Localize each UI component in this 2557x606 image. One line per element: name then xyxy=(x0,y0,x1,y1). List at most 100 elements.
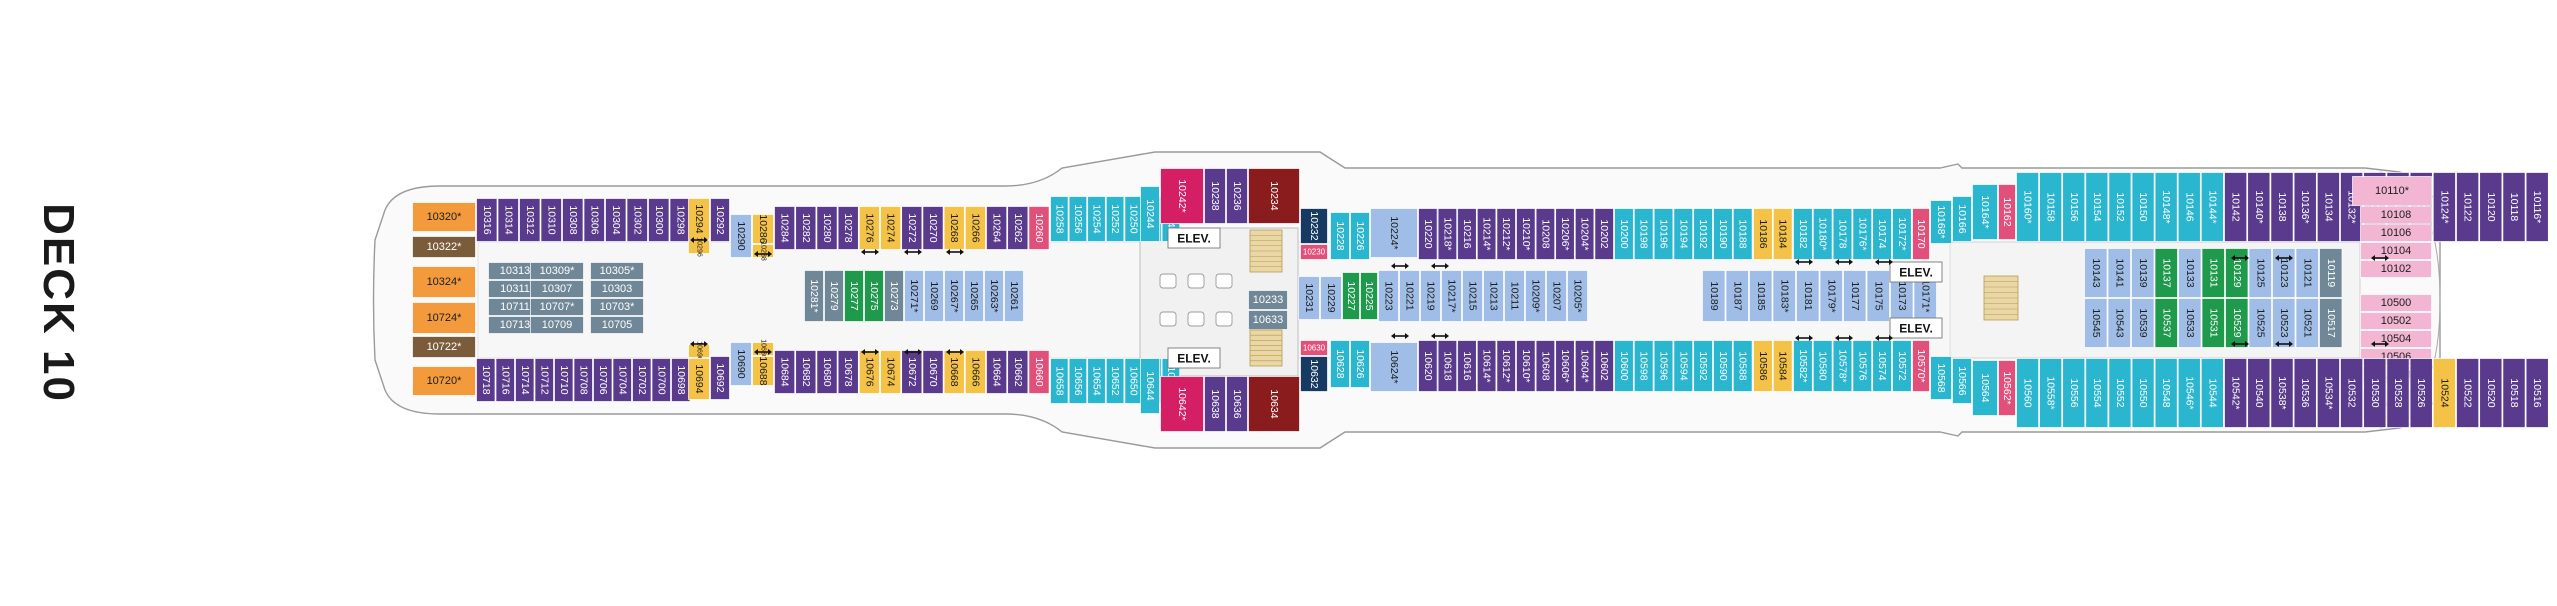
cabin-box[interactable] xyxy=(2107,248,2131,298)
cabin-box[interactable] xyxy=(1535,340,1556,392)
cabin-box[interactable] xyxy=(2247,358,2271,428)
cabin-10706[interactable]: 10706 xyxy=(593,358,613,402)
cabin-10218[interactable]: 10218* xyxy=(1437,208,1458,260)
cabin-box[interactable] xyxy=(1713,340,1733,392)
cabin-box[interactable] xyxy=(1567,270,1588,322)
cabin-box[interactable] xyxy=(2319,248,2343,298)
cabin-10211[interactable]: 10211 xyxy=(1504,270,1525,322)
cabin-10311[interactable]: 10311 xyxy=(488,280,542,298)
cabin-box[interactable] xyxy=(1796,270,1820,322)
cabin-10298[interactable]: 10298 xyxy=(669,198,691,242)
cabin-box[interactable] xyxy=(2225,298,2249,348)
cabin-10564[interactable]: 10564 xyxy=(1972,360,1998,416)
cabin-box[interactable] xyxy=(632,358,652,402)
cabin-box[interactable] xyxy=(1342,272,1360,320)
cabin-box[interactable] xyxy=(530,298,584,316)
cabin-box[interactable] xyxy=(2270,358,2294,428)
cabin-10250[interactable]: 10250 xyxy=(1124,196,1143,242)
cabin-box[interactable] xyxy=(1772,270,1796,322)
cabin-box[interactable] xyxy=(1483,270,1504,322)
cabin-10258[interactable]: 10258 xyxy=(1050,196,1069,242)
cabin-box[interactable] xyxy=(530,262,584,280)
cabin-box[interactable] xyxy=(2062,358,2086,428)
cabin-box[interactable] xyxy=(837,206,859,250)
cabin-box[interactable] xyxy=(1350,340,1370,388)
cabin-10129[interactable]: 10129 xyxy=(2225,248,2249,298)
cabin-box[interactable] xyxy=(2224,172,2248,242)
cabin-box[interactable] xyxy=(1028,206,1050,250)
cabin-10530[interactable]: 10530 xyxy=(2363,358,2387,428)
cabin-10234[interactable]: 10234 xyxy=(1248,168,1300,224)
cabin-box[interactable] xyxy=(1930,356,1952,400)
cabin-box[interactable] xyxy=(2502,358,2526,428)
cabin-10538[interactable]: 10538* xyxy=(2270,358,2294,428)
cabin-10196[interactable]: 10196 xyxy=(1653,208,1674,260)
cabin-10270[interactable]: 10270 xyxy=(922,206,944,250)
cabin-10119[interactable]: 10119 xyxy=(2319,248,2343,298)
cabin-box[interactable] xyxy=(1614,340,1634,392)
cabin-box[interactable] xyxy=(1300,208,1328,244)
cabin-box[interactable] xyxy=(1496,340,1516,392)
cabin-box[interactable] xyxy=(1843,270,1867,322)
cabin-10200[interactable]: 10200 xyxy=(1614,208,1634,260)
cabin-10582[interactable]: 10582* xyxy=(1793,340,1813,392)
cabin-10708[interactable]: 10708 xyxy=(573,358,593,402)
cabin-10136[interactable]: 10136* xyxy=(2293,172,2317,242)
cabin-10233[interactable]: 10233 xyxy=(1248,290,1288,310)
cabin-10310[interactable]: 10310 xyxy=(540,198,562,242)
cabin-box[interactable] xyxy=(1832,208,1853,260)
cabin-10558[interactable]: 10558* xyxy=(2039,358,2063,428)
cabin-10674[interactable]: 10674 xyxy=(880,350,902,394)
cabin-box[interactable] xyxy=(816,350,838,394)
cabin-box[interactable] xyxy=(1160,168,1204,224)
cabin-box[interactable] xyxy=(1418,340,1438,392)
cabin-10133[interactable]: 10133 xyxy=(2178,248,2202,298)
cabin-10624[interactable]: 10624* xyxy=(1370,342,1418,392)
cabin-box[interactable] xyxy=(1819,270,1843,322)
cabin-box[interactable] xyxy=(2247,172,2271,242)
cabin-box[interactable] xyxy=(1320,276,1342,320)
cabin-box[interactable] xyxy=(2525,358,2549,428)
cabin-10562[interactable]: 10562* xyxy=(1998,360,2016,416)
cabin-box[interactable] xyxy=(412,302,476,334)
cabin-10198[interactable]: 10198 xyxy=(1633,208,1654,260)
cabin-box[interactable] xyxy=(2363,358,2387,428)
cabin-10254[interactable]: 10254 xyxy=(1087,196,1106,242)
cabin-box[interactable] xyxy=(884,270,904,322)
cabin-box[interactable] xyxy=(1140,186,1160,242)
cabin-box[interactable] xyxy=(2360,242,2432,260)
cabin-10636[interactable]: 10636 xyxy=(1226,376,1248,432)
cabin-10533[interactable]: 10533 xyxy=(2178,298,2202,348)
cabin-box[interactable] xyxy=(943,350,965,394)
cabin-10279[interactable]: 10279 xyxy=(824,270,844,322)
cabin-box[interactable] xyxy=(2360,312,2432,330)
cabin-10276[interactable]: 10276 xyxy=(858,206,880,250)
cabin-10273[interactable]: 10273 xyxy=(884,270,904,322)
cabin-box[interactable] xyxy=(1370,208,1418,258)
cabin-box[interactable] xyxy=(2479,172,2503,242)
cabin-10525[interactable]: 10525 xyxy=(2248,298,2272,348)
cabin-10305[interactable]: 10305* xyxy=(590,262,644,280)
cabin-10540[interactable]: 10540 xyxy=(2247,358,2271,428)
cabin-box[interactable] xyxy=(1476,340,1497,392)
cabin-10656[interactable]: 10656 xyxy=(1068,358,1088,404)
cabin-box[interactable] xyxy=(2039,172,2063,242)
cabin-10523[interactable]: 10523 xyxy=(2272,298,2296,348)
cabin-10598[interactable]: 10598 xyxy=(1633,340,1654,392)
cabin-box[interactable] xyxy=(1574,208,1595,260)
cabin-10146[interactable]: 10146 xyxy=(2177,172,2201,242)
cabin-box[interactable] xyxy=(1160,376,1204,432)
cabin-box[interactable] xyxy=(922,350,944,394)
cabin-box[interactable] xyxy=(904,270,924,322)
cabin-box[interactable] xyxy=(858,350,880,394)
cabin-10179[interactable]: 10179* xyxy=(1819,270,1843,322)
cabin-10548[interactable]: 10548 xyxy=(2154,358,2178,428)
cabin-box[interactable] xyxy=(844,270,864,322)
cabin-10610[interactable]: 10610* xyxy=(1516,340,1536,392)
cabin-10309[interactable]: 10309* xyxy=(530,262,584,280)
cabin-box[interactable] xyxy=(1852,340,1873,392)
cabin-10140[interactable]: 10140* xyxy=(2247,172,2271,242)
cabin-box[interactable] xyxy=(2386,358,2410,428)
cabin-10188[interactable]: 10188 xyxy=(1732,208,1753,260)
cabin-box[interactable] xyxy=(2085,358,2109,428)
